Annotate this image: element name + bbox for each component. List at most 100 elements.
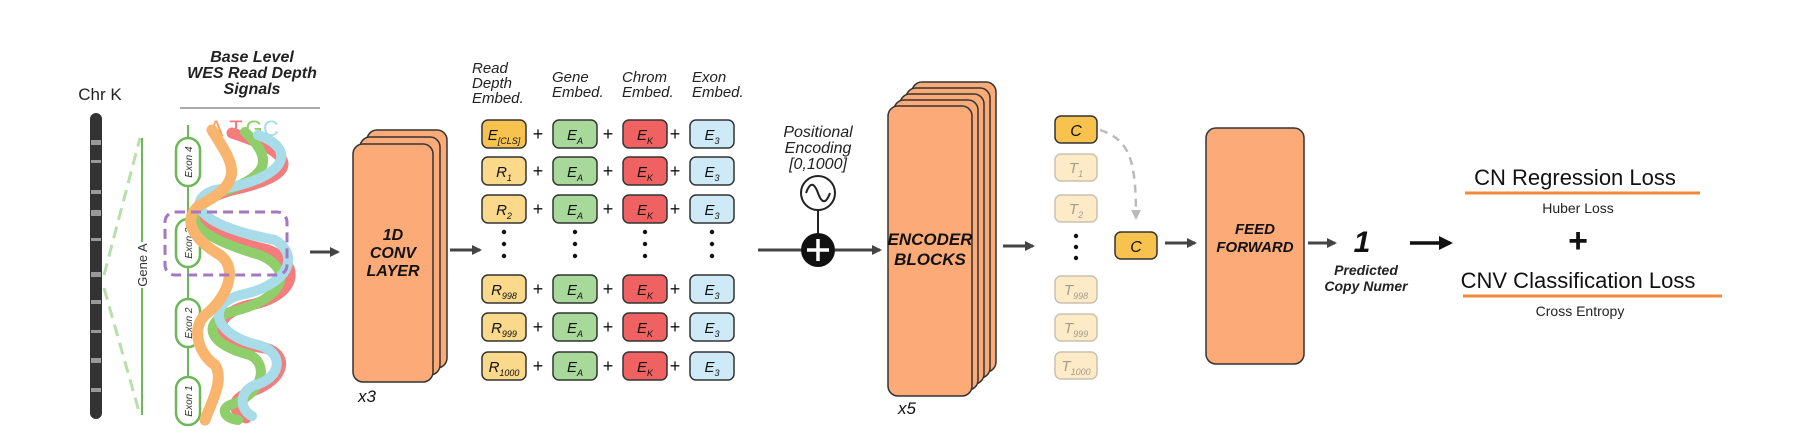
read-embed-label: R1 bbox=[496, 164, 512, 183]
output-token-label: T999 bbox=[1064, 320, 1088, 339]
plus-sign: + bbox=[603, 124, 614, 144]
positional-encoding: Positional Encoding [0,1000] bbox=[758, 124, 882, 267]
plus-sign: + bbox=[670, 161, 681, 181]
exon-embed-label: E3 bbox=[704, 320, 719, 339]
conv-label-line-1: 1D bbox=[383, 227, 404, 244]
conv-layer-block: 1D CONV LAYER x3 bbox=[352, 129, 448, 406]
exon-label: Exon 4 bbox=[184, 146, 195, 178]
embedding-header-line: Read bbox=[472, 60, 509, 77]
wave-orange bbox=[185, 124, 238, 426]
read-embed-token bbox=[481, 351, 527, 381]
wes-title-line-3: Signals bbox=[224, 81, 281, 98]
output-token: T999 bbox=[1054, 313, 1098, 342]
plus-sign: + bbox=[603, 356, 614, 376]
encoder-label-line-1: ENCODER bbox=[887, 230, 973, 249]
output-token-label: T1 bbox=[1069, 160, 1083, 179]
ellipsis-dot bbox=[1073, 233, 1079, 239]
gene-embed-token bbox=[552, 156, 598, 186]
ellipsis-dot bbox=[1073, 244, 1079, 250]
exon-embed-label: E3 bbox=[704, 202, 719, 221]
embedding-header-line: Embed. bbox=[472, 90, 524, 107]
selected-cls-label: C bbox=[1130, 239, 1142, 256]
chrom-embed-token bbox=[622, 312, 668, 342]
embedding-header-line: Embed. bbox=[622, 84, 674, 101]
gene-embed-token bbox=[552, 194, 598, 224]
wave-blue bbox=[194, 130, 294, 421]
chromosome-body bbox=[90, 113, 102, 419]
plus-sign: + bbox=[603, 161, 614, 181]
embedding-header-line: Chrom bbox=[622, 69, 667, 86]
conv-label-line-2: CONV bbox=[370, 245, 418, 262]
chrom-embed-label: EK bbox=[637, 202, 654, 221]
positional-label-line-3: [0,1000] bbox=[788, 156, 847, 173]
positional-label-line-2: Encoding bbox=[785, 140, 852, 157]
prediction: 1 Predicted Copy Numer bbox=[1324, 226, 1409, 294]
chromosome-zoom-dash-lower bbox=[102, 287, 142, 416]
gene-embed-token bbox=[552, 274, 598, 304]
ff-label-line-1: FEED bbox=[1235, 221, 1275, 238]
read-embed-label: R998 bbox=[491, 282, 517, 301]
embedding-header-line: Depth bbox=[472, 75, 512, 92]
embedding-section: ReadDepthEmbed.GeneEmbed.ChromEmbed.Exon… bbox=[472, 60, 744, 381]
gene-embed-label: EA bbox=[567, 282, 583, 301]
positional-label-line-1: Positional bbox=[783, 124, 853, 141]
ellipsis-dot bbox=[642, 229, 648, 235]
gene-embed-token bbox=[552, 312, 598, 342]
exon-capsule bbox=[174, 375, 202, 427]
gene-embed-label: EA bbox=[567, 202, 583, 221]
gene-embed-token bbox=[552, 351, 598, 381]
chrom-embed-label: EK bbox=[637, 127, 654, 146]
embedding-header-line: Gene bbox=[552, 69, 589, 86]
cls-output-label: C bbox=[1070, 123, 1082, 140]
exon-embed-token bbox=[689, 312, 735, 342]
ellipsis-dot bbox=[709, 253, 715, 259]
cls-output-token: C bbox=[1054, 115, 1098, 144]
ellipsis-dot bbox=[501, 241, 507, 247]
exon-label: Exon 2 bbox=[184, 307, 195, 339]
embedding-header-line: Embed. bbox=[552, 84, 604, 101]
conv-repeat-label: x3 bbox=[357, 387, 377, 406]
exon-embed-label: E3 bbox=[704, 359, 719, 378]
exon-embed-token bbox=[689, 156, 735, 186]
exon-label: Exon 3 bbox=[184, 227, 195, 259]
exon-embed-label: E3 bbox=[704, 164, 719, 183]
chrom-embed-token bbox=[622, 156, 668, 186]
chrom-embed-label: EK bbox=[637, 164, 654, 183]
read-embed-label: R999 bbox=[491, 320, 517, 339]
plus-sign: + bbox=[603, 199, 614, 219]
selected-cls-token: C bbox=[1114, 231, 1158, 260]
output-token-label: T2 bbox=[1069, 201, 1083, 220]
chrom-embed-token bbox=[622, 194, 668, 224]
output-token-label: T998 bbox=[1064, 282, 1088, 301]
feed-forward-block: FEED FORWARD bbox=[1205, 127, 1305, 365]
plus-sign: + bbox=[603, 279, 614, 299]
ellipsis-dot bbox=[501, 253, 507, 259]
regression-loss-sub: Huber Loss bbox=[1542, 200, 1614, 216]
gene-embed-label: EA bbox=[567, 320, 583, 339]
exon-embed-token bbox=[689, 274, 735, 304]
output-token: T1000 bbox=[1054, 351, 1098, 380]
read-embed-label: R2 bbox=[496, 202, 512, 221]
output-token: T2 bbox=[1054, 194, 1098, 223]
read-embed-label: R1000 bbox=[489, 359, 520, 378]
ff-label-line-2: FORWARD bbox=[1216, 239, 1293, 256]
plus-sign: + bbox=[533, 279, 544, 299]
output-token: T1 bbox=[1054, 153, 1098, 182]
ellipsis-dot bbox=[642, 253, 648, 259]
output-token: T998 bbox=[1054, 275, 1098, 304]
exon-item: Exon 1 bbox=[174, 375, 202, 427]
gene-label: Gene A bbox=[135, 243, 150, 287]
plus-sign: + bbox=[533, 356, 544, 376]
embedding-header-line: Exon bbox=[692, 69, 726, 86]
sine-wave-glyph bbox=[805, 183, 831, 203]
chromosome-bands bbox=[91, 140, 101, 392]
chrom-embed-token bbox=[622, 351, 668, 381]
ellipsis-dot bbox=[501, 229, 507, 235]
